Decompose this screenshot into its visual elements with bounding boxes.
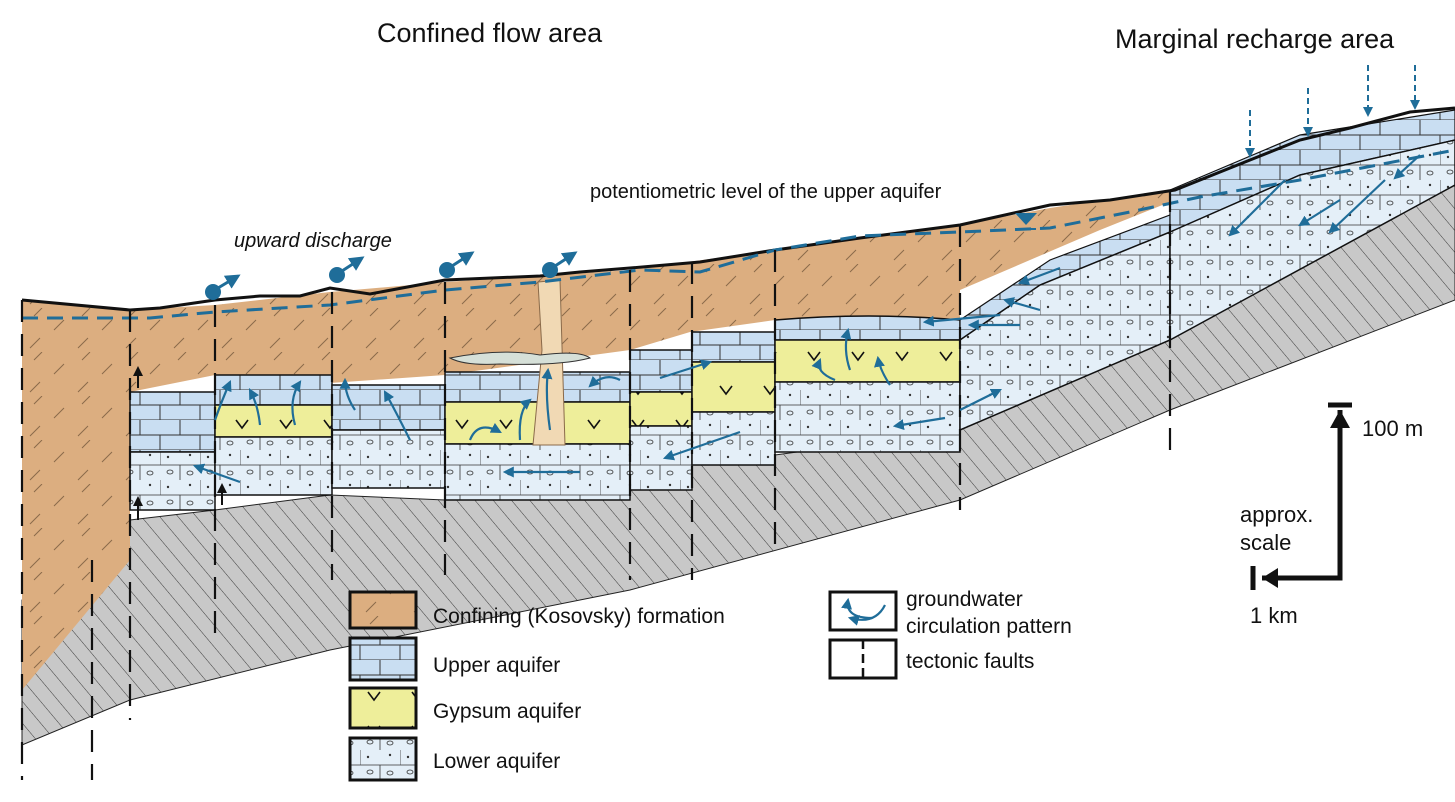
legend-label-lower: Lower aquifer xyxy=(433,750,561,773)
water-table-icon xyxy=(1015,213,1037,225)
upward-discharge-label: upward discharge xyxy=(234,230,392,252)
confining-formation xyxy=(22,190,1175,600)
tectonic-faults xyxy=(20,190,1172,780)
confining-left-column xyxy=(22,300,130,690)
block7-upper xyxy=(774,315,961,341)
block6-gypsum xyxy=(691,361,776,413)
confining-formation-swatch xyxy=(348,590,418,630)
block2-gypsum xyxy=(214,404,333,438)
block6-upper xyxy=(691,331,776,363)
upward-discharge-icons xyxy=(205,251,578,300)
block5-gypsum xyxy=(629,391,693,427)
gypsum-aquifer-swatch xyxy=(348,686,418,730)
groundwater-flow-arrows xyxy=(192,154,1421,484)
scale-caption-1: approx. xyxy=(1240,502,1314,527)
block9-lower xyxy=(1169,139,1455,342)
block3-upper xyxy=(331,384,446,431)
ground-surface xyxy=(21,106,1455,312)
marginal-recharge-title: Marginal recharge area xyxy=(1115,24,1395,54)
scale-vertical-label: 100 m xyxy=(1362,416,1424,441)
legend-label-confining: Confining (Kosovsky) formation xyxy=(433,605,725,628)
recharge-arrows xyxy=(1245,65,1420,158)
block1-upper xyxy=(129,391,216,453)
fault-flow-arrows xyxy=(133,366,227,520)
lower-aquifer-swatch xyxy=(348,736,418,782)
legend-label-upper: Upper aquifer xyxy=(433,654,561,677)
clay-lens xyxy=(448,351,592,365)
scale-horizontal-label: 1 km xyxy=(1250,603,1298,628)
legend-label-gypsum: Gypsum aquifer xyxy=(433,700,582,723)
block5-lower xyxy=(629,425,693,491)
block7-gypsum xyxy=(774,339,961,383)
confined-flow-title: Confined flow area xyxy=(377,18,603,48)
potentiometric-label: potentiometric level of the upper aquife… xyxy=(590,181,942,203)
legend-label-circulation-2: circulation pattern xyxy=(906,615,1072,638)
scale-bar xyxy=(1250,402,1352,590)
block7-lower xyxy=(774,381,961,453)
scale-caption-2: scale xyxy=(1240,530,1292,555)
potentiometric-level-line xyxy=(22,148,1455,320)
legend-label-circulation-1: groundwater xyxy=(906,588,1023,611)
circulation-arrow-icon xyxy=(828,590,898,632)
block2-upper xyxy=(214,374,333,406)
block3-lower xyxy=(331,429,446,489)
block1-lower xyxy=(129,451,216,511)
legend-label-faults: tectonic faults xyxy=(906,650,1035,673)
upper-aquifer-swatch xyxy=(348,636,418,682)
block2-lower xyxy=(214,436,333,496)
block6-lower xyxy=(691,411,776,466)
